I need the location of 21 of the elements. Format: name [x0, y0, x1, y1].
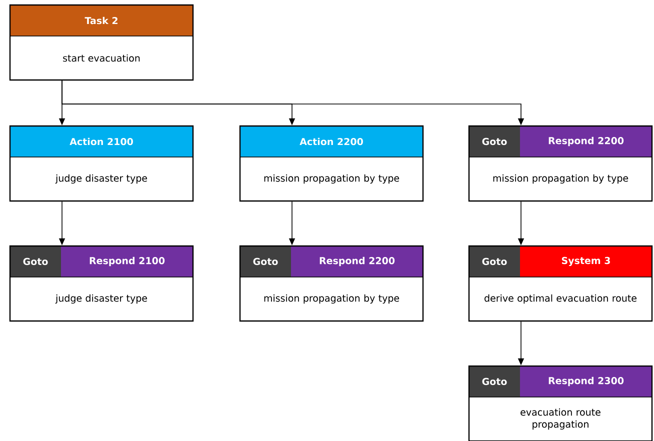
card-text: mission propagation by type	[264, 174, 400, 184]
goto-label: Goto	[469, 366, 520, 397]
card-text: mission propagation by type	[493, 174, 628, 184]
card-text: judge disaster type	[55, 294, 147, 304]
goto-label: Goto	[469, 126, 520, 157]
header-label: Action 2200	[240, 126, 423, 157]
header-label: Task 2	[10, 5, 193, 36]
card-text: judge disaster type	[55, 174, 147, 184]
header-label: Respond 2300	[520, 366, 652, 397]
header-label: Respond 2200	[520, 126, 652, 157]
header-label: Action 2100	[10, 126, 193, 157]
card-text: start evacuation	[63, 54, 140, 62]
header-label: System 3	[520, 246, 652, 277]
card-text: derive optimal evacuation route	[484, 294, 636, 304]
goto-label: Goto	[10, 246, 61, 277]
goto-label: Goto	[240, 246, 291, 277]
card-text: evacuation route propagation	[520, 408, 600, 430]
header-label: Respond 2200	[291, 246, 423, 277]
header-label: Respond 2100	[61, 246, 193, 277]
goto-label: Goto	[469, 246, 520, 277]
card-text: mission propagation by type	[264, 294, 400, 304]
